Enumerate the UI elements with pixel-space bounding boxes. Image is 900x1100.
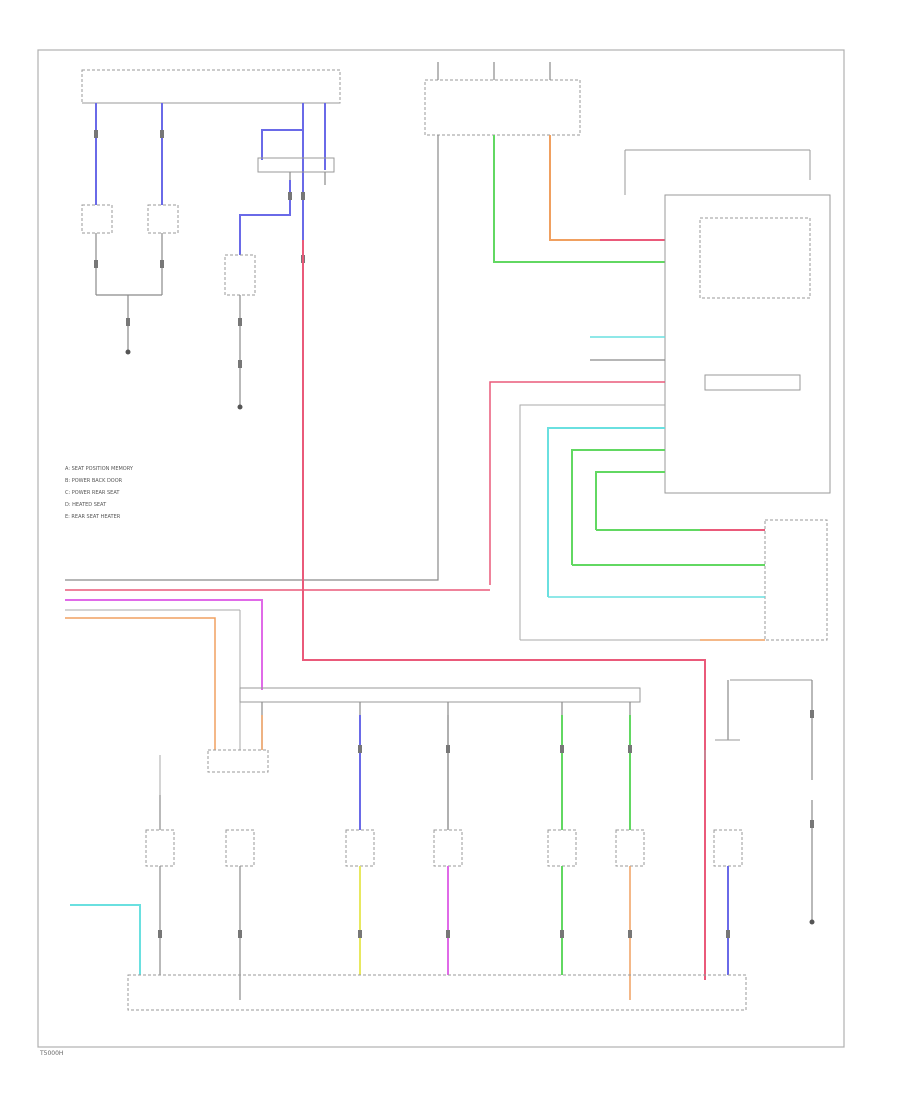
right-unit-input-wires xyxy=(489,336,665,640)
legend-item-3: C: POWER REAR SEAT xyxy=(65,490,120,496)
lower-drop-wires xyxy=(261,715,631,830)
right-control-unit xyxy=(624,149,831,494)
ground-bar-wires xyxy=(159,750,729,1000)
top-middle-relay-block xyxy=(424,62,581,136)
wire-connector-marks xyxy=(94,130,305,368)
blue-wires-left xyxy=(95,103,326,255)
legend-item-4: D: HEATED SEAT xyxy=(65,502,107,508)
lower-connector-marks xyxy=(158,710,814,938)
bottom-ground-bar xyxy=(127,974,747,1011)
footer-code: T5000H xyxy=(39,1050,63,1057)
lower-junction-bar xyxy=(239,687,641,830)
legend: A: SEAT POSITION MEMORY B: POWER BACK DO… xyxy=(65,466,134,520)
left-sensor-modules xyxy=(81,204,256,410)
lower-devices xyxy=(145,829,743,867)
left-harness-bundle xyxy=(65,589,490,750)
legend-item-1: A: SEAT POSITION MEMORY xyxy=(65,466,134,472)
mid-right-switch-module xyxy=(520,519,828,641)
legend-item-2: B: POWER BACK DOOR xyxy=(65,478,123,484)
right-lower-switch-assembly xyxy=(715,679,815,925)
top-left-junction-block xyxy=(81,69,341,104)
legend-item-5: E: REAR SEAT HEATER xyxy=(65,514,121,520)
diagram-frame xyxy=(37,49,845,1048)
